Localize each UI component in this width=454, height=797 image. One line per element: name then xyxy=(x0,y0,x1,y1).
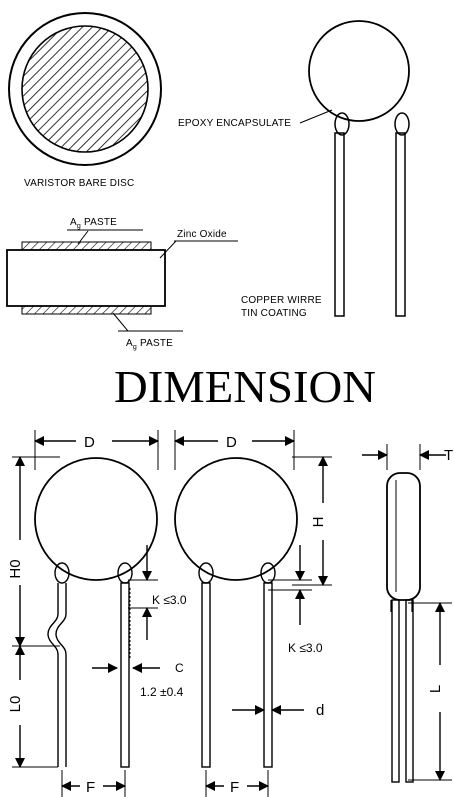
zinc-oxide-leader xyxy=(159,240,177,259)
copper-wire-label-line1: COPPER WIRRE xyxy=(241,295,322,306)
ag-paste-bottom-leader xyxy=(112,312,129,332)
varistor-bare-disc xyxy=(8,12,162,166)
copper-wire-label-line2: TIN COATING xyxy=(241,308,307,319)
straight-lead-varistor xyxy=(174,457,298,768)
d-left-label: D xyxy=(84,434,95,451)
f-mid-label: F xyxy=(230,779,239,796)
l0-label: L0 xyxy=(7,696,24,713)
bare-disc-label: VARISTOR BARE DISC xyxy=(24,178,134,189)
t-label: T xyxy=(444,447,453,464)
epoxy-leader xyxy=(299,109,333,124)
kinked-lead-varistor xyxy=(34,457,158,768)
l-label: L xyxy=(427,685,444,693)
zinc-oxide-label: Zinc Oxide xyxy=(177,229,227,240)
k-mid-label: K ≤3.0 xyxy=(288,641,323,655)
h0-label: H0 xyxy=(7,559,24,578)
h-label: H xyxy=(310,517,327,528)
c-label: C xyxy=(175,661,184,675)
epoxy-label: EPOXY ENCAPSULATE xyxy=(178,118,291,129)
k-left-label: K ≤3.0 xyxy=(152,593,187,607)
disc-cross-section xyxy=(6,241,166,315)
f-left-label: F xyxy=(86,779,95,796)
ag-paste-top-label: Ag PASTE xyxy=(70,217,117,230)
ag-paste-bottom-label: Ag PASTE xyxy=(126,338,173,351)
side-view-varistor xyxy=(386,472,421,783)
epoxy-varistor xyxy=(308,20,410,317)
page-title: DIMENSION xyxy=(114,361,376,412)
ag-paste-top-leader xyxy=(77,230,89,245)
d-mid-label: D xyxy=(226,434,237,451)
c-value: 1.2 ±0.4 xyxy=(140,685,184,699)
d-lead-label: d xyxy=(316,702,324,719)
